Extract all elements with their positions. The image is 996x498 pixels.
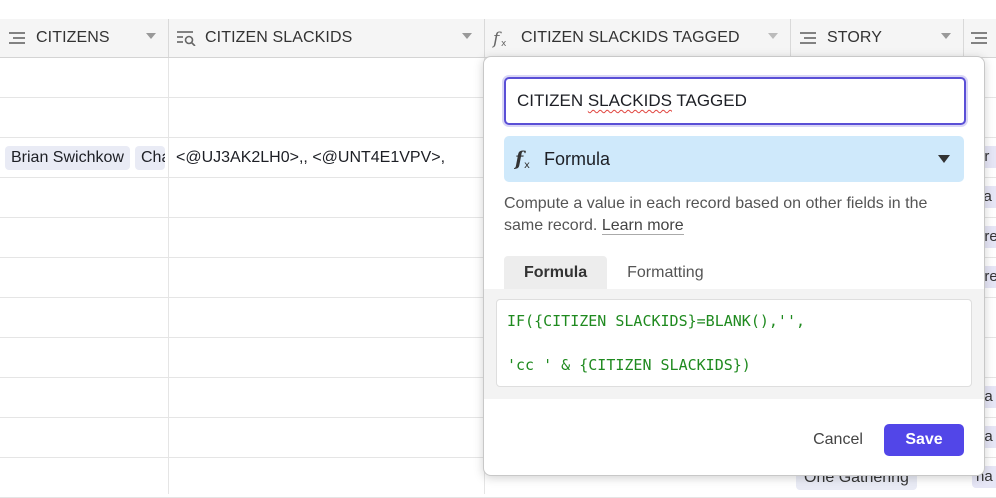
field-name-text: CITIZEN — [517, 91, 588, 110]
save-button[interactable]: Save — [884, 424, 964, 456]
tab-formula[interactable]: Formula — [504, 256, 608, 289]
multiline-text-icon — [6, 27, 28, 49]
formula-editor[interactable]: IF({CITIZEN SLACKIDS}=BLANK(),'', 'cc ' … — [496, 299, 972, 387]
field-type-label: Formula — [544, 148, 611, 169]
tab-formatting[interactable]: Formatting — [627, 264, 704, 281]
field-type-description: Compute a value in each record based on … — [504, 193, 964, 237]
column-divider — [168, 58, 169, 494]
citizen-chip[interactable]: Cha — [135, 146, 165, 170]
column-header-citizen-slackids[interactable]: CITIZEN SLACKIDS — [169, 19, 485, 57]
citizen-chip[interactable]: Brian Swichkow — [5, 146, 130, 170]
column-header-label: CITIZENS — [36, 29, 110, 46]
column-header-story[interactable]: STORY — [791, 19, 964, 57]
svg-text:x: x — [524, 160, 530, 170]
description-text: Compute a value in each record based on … — [504, 195, 928, 234]
chevron-down-icon — [938, 155, 950, 163]
column-header-label: CITIZEN SLACKIDS TAGGED — [521, 29, 740, 46]
field-name-text: TAGGED — [671, 91, 747, 110]
chevron-down-icon[interactable] — [941, 33, 951, 39]
svg-text:f: f — [492, 29, 502, 48]
learn-more-link[interactable]: Learn more — [601, 217, 684, 235]
column-header-next[interactable] — [964, 19, 996, 57]
multiline-text-icon — [797, 27, 819, 49]
chevron-down-icon[interactable] — [146, 33, 156, 39]
cancel-button[interactable]: Cancel — [813, 431, 863, 448]
column-header-label: STORY — [827, 29, 883, 46]
formula-line: IF({CITIZEN SLACKIDS}=BLANK(),'', — [507, 312, 806, 330]
spellcheck-word: SLACKIDS — [587, 91, 672, 110]
formula-line: 'cc ' & {CITIZEN SLACKIDS}) — [507, 356, 751, 374]
slackids-cell-value[interactable]: <@UJ3AK2LH0>,, <@UNT4E1VPV>, — [176, 149, 446, 166]
formula-tabs: Formula Formatting — [504, 256, 724, 289]
chevron-down-icon[interactable] — [462, 33, 472, 39]
multiline-text-icon — [970, 27, 988, 49]
lookup-icon — [175, 27, 197, 49]
chevron-down-icon[interactable] — [768, 33, 778, 39]
column-header-label: CITIZEN SLACKIDS — [205, 29, 353, 46]
field-name-input[interactable]: CITIZEN SLACKIDS TAGGED — [504, 77, 966, 125]
svg-text:x: x — [501, 39, 507, 48]
formula-editor-container: IF({CITIZEN SLACKIDS}=BLANK(),'', 'cc ' … — [484, 289, 984, 399]
svg-text:f: f — [514, 148, 526, 170]
column-header-citizens[interactable]: CITIZENS — [0, 19, 169, 57]
top-toolbar-strip — [0, 0, 996, 20]
